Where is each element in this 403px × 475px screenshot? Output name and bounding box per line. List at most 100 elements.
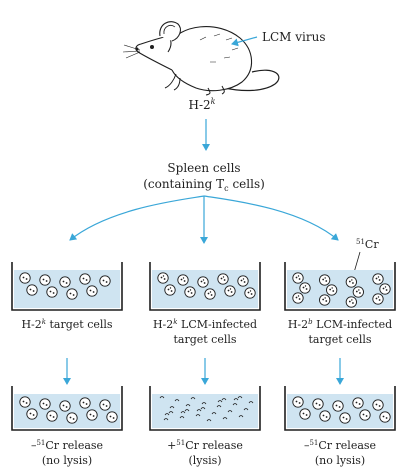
target-cell bbox=[319, 294, 331, 306]
result-cell bbox=[59, 400, 71, 412]
result-group-2: +51Cr release (lysis) bbox=[149, 386, 261, 467]
target-label-line2-2: target cells bbox=[173, 333, 236, 346]
result-cell bbox=[26, 408, 38, 420]
lysed-debris bbox=[168, 411, 174, 414]
target-cell bbox=[224, 285, 236, 297]
target-label-2: H-2k LCM-infected bbox=[153, 318, 257, 331]
result-label-2: +51Cr release bbox=[167, 439, 243, 452]
target-cell bbox=[99, 275, 111, 287]
target-cell bbox=[319, 274, 331, 286]
result-cell bbox=[352, 397, 364, 409]
target-cell bbox=[66, 288, 78, 300]
result-outcome-1: (no lysis) bbox=[42, 454, 92, 467]
result-cell bbox=[319, 410, 331, 422]
result-cell bbox=[66, 412, 78, 424]
result-1-dish bbox=[11, 386, 123, 431]
result-2-dish bbox=[149, 386, 261, 431]
target-cell bbox=[326, 284, 338, 296]
lysed-debris bbox=[211, 412, 217, 415]
result-3-dish bbox=[284, 386, 396, 431]
target-group-2: H-2k LCM-infected target cells bbox=[149, 262, 261, 385]
target-cell bbox=[345, 276, 357, 288]
target-group-1: H-2k target cells bbox=[11, 262, 123, 385]
target-cell bbox=[164, 284, 176, 296]
target-label-line2-3: target cells bbox=[308, 333, 371, 346]
target-cell bbox=[39, 274, 51, 286]
lysed-debris bbox=[238, 415, 244, 418]
lysed-debris bbox=[185, 404, 191, 407]
target-cell bbox=[372, 293, 384, 305]
target-1-dish bbox=[11, 262, 123, 311]
lysed-debris bbox=[243, 408, 249, 411]
target-cell bbox=[292, 272, 304, 284]
result-cell bbox=[86, 409, 98, 421]
result-cell bbox=[46, 410, 58, 422]
virus-pointer-arrow bbox=[231, 36, 258, 47]
target-label-1: H-2k target cells bbox=[21, 318, 112, 331]
lysed-debris bbox=[248, 401, 254, 404]
lysed-debris bbox=[184, 409, 190, 412]
result-cell bbox=[312, 398, 324, 410]
arrow-spleen-to-left bbox=[69, 195, 205, 241]
lysed-debris bbox=[200, 407, 206, 410]
lysed-debris bbox=[222, 417, 228, 420]
result-group-1: –51Cr release (no lysis) bbox=[11, 386, 123, 467]
lysed-debris bbox=[179, 416, 185, 419]
arrow-spleen-to-right bbox=[203, 195, 339, 241]
target-label-3: H-2b LCM-infected bbox=[288, 318, 392, 331]
target-3-dish bbox=[284, 262, 396, 311]
target-cell bbox=[204, 288, 216, 300]
result-outcome-2: (lysis) bbox=[188, 454, 221, 467]
target-cell bbox=[86, 285, 98, 297]
lysed-debris bbox=[159, 396, 165, 399]
virus-label: LCM virus bbox=[262, 30, 326, 44]
lysed-debris bbox=[190, 397, 196, 400]
result-cell bbox=[19, 396, 31, 408]
result-cell bbox=[39, 398, 51, 410]
target-cell bbox=[79, 273, 91, 285]
lysed-debris bbox=[233, 398, 239, 401]
target-cell bbox=[59, 276, 71, 288]
lysed-debris bbox=[237, 396, 243, 399]
target-cell bbox=[244, 287, 256, 299]
target-cell bbox=[292, 292, 304, 304]
lysed-debris bbox=[206, 419, 212, 422]
result-cell bbox=[99, 399, 111, 411]
result-cell bbox=[299, 408, 311, 420]
chromium-label: 51Cr bbox=[356, 238, 379, 251]
target-cell bbox=[19, 272, 31, 284]
spleen-cells-sublabel: (containing Tc cells) bbox=[143, 177, 265, 193]
target-cell bbox=[46, 286, 58, 298]
result-2-medium bbox=[152, 394, 258, 428]
lysed-debris bbox=[169, 406, 175, 409]
lysed-debris bbox=[164, 413, 170, 416]
target-cell bbox=[379, 283, 391, 295]
target-cell bbox=[352, 286, 364, 298]
lysed-debris bbox=[227, 410, 233, 413]
target-cell bbox=[299, 282, 311, 294]
result-cell bbox=[339, 412, 351, 424]
result-cell bbox=[79, 397, 91, 409]
result-cell bbox=[106, 411, 118, 423]
target-cell bbox=[217, 273, 229, 285]
target-cell bbox=[177, 274, 189, 286]
lysed-debris bbox=[221, 398, 227, 401]
target-group-3: H-2b LCM-infected target cells bbox=[284, 262, 396, 385]
mouse-illustration bbox=[122, 21, 280, 96]
lysed-debris bbox=[216, 405, 222, 408]
target-cell bbox=[26, 284, 38, 296]
result-cell bbox=[292, 396, 304, 408]
lysed-debris bbox=[180, 411, 186, 414]
result-label-1: –51Cr release bbox=[31, 439, 103, 452]
lysed-debris bbox=[195, 414, 201, 417]
target-cell bbox=[372, 273, 384, 285]
lysed-debris bbox=[196, 409, 202, 412]
target-cell bbox=[237, 275, 249, 287]
target-2-dish bbox=[149, 262, 261, 311]
result-label-3: –51Cr release bbox=[304, 439, 376, 452]
lysed-debris bbox=[201, 402, 207, 405]
lysed-debris bbox=[163, 418, 169, 421]
target-cell bbox=[197, 276, 209, 288]
spleen-cells-label: Spleen cells bbox=[167, 161, 240, 175]
result-cell bbox=[379, 411, 391, 423]
